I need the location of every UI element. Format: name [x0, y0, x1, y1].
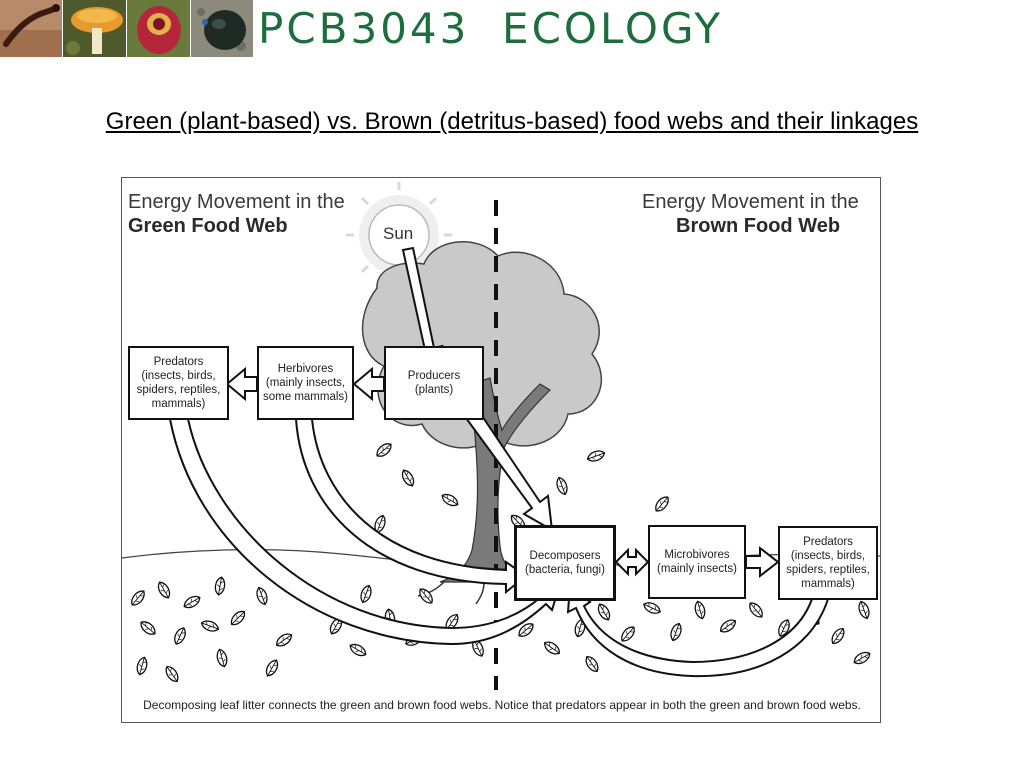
- beetle-photo: [191, 0, 253, 57]
- brown-web-heading: Energy Movement in the Brown Food Web: [642, 190, 859, 238]
- box-green-predators: Predators (insects, birds, spiders, rept…: [128, 346, 229, 420]
- arrow-microbivores-to-predators: [745, 545, 780, 579]
- arrow-producers-to-herbivores: [352, 366, 385, 402]
- box-producers: Producers (plants): [384, 346, 484, 420]
- arrow-producers-to-decomposers: [464, 408, 554, 532]
- box-brown-predators: Predators (insects, birds, spiders, rept…: [778, 526, 878, 600]
- arrow-decomposers-microbivores: [614, 547, 650, 577]
- food-web-figure: Energy Movement in the Green Food Web En…: [121, 177, 881, 723]
- figure-caption: Decomposing leaf litter connects the gre…: [143, 698, 861, 712]
- mushroom-photo: [63, 0, 126, 57]
- course-title: PCB3043 ECOLOGY: [258, 4, 724, 53]
- green-web-heading: Energy Movement in the Green Food Web: [128, 190, 345, 238]
- arrow-herbivores-to-predators: [225, 366, 258, 402]
- green-web-heading-line1: Energy Movement in the: [128, 191, 345, 213]
- sun-label: Sun: [383, 224, 414, 243]
- green-web-heading-line2: Green Food Web: [128, 215, 288, 237]
- salamander-photo: [0, 0, 62, 57]
- brown-web-heading-line1: Energy Movement in the: [642, 191, 859, 213]
- box-decomposers: Decomposers (bacteria, fungi): [514, 525, 616, 601]
- slide-subtitle: Green (plant-based) vs. Brown (detritus-…: [105, 108, 919, 135]
- pitcher-plant-photo: [127, 0, 190, 57]
- food-web-diagram: [122, 182, 880, 690]
- arrow-brown-predators-to-decomposers: [566, 584, 830, 678]
- brown-web-heading-line2: Brown Food Web: [676, 215, 841, 237]
- box-herbivores: Herbivores (mainly insects, some mammals…: [257, 346, 354, 420]
- header-banner: PCB3043 ECOLOGY: [0, 0, 1024, 58]
- box-microbivores: Microbivores (mainly insects): [648, 525, 746, 599]
